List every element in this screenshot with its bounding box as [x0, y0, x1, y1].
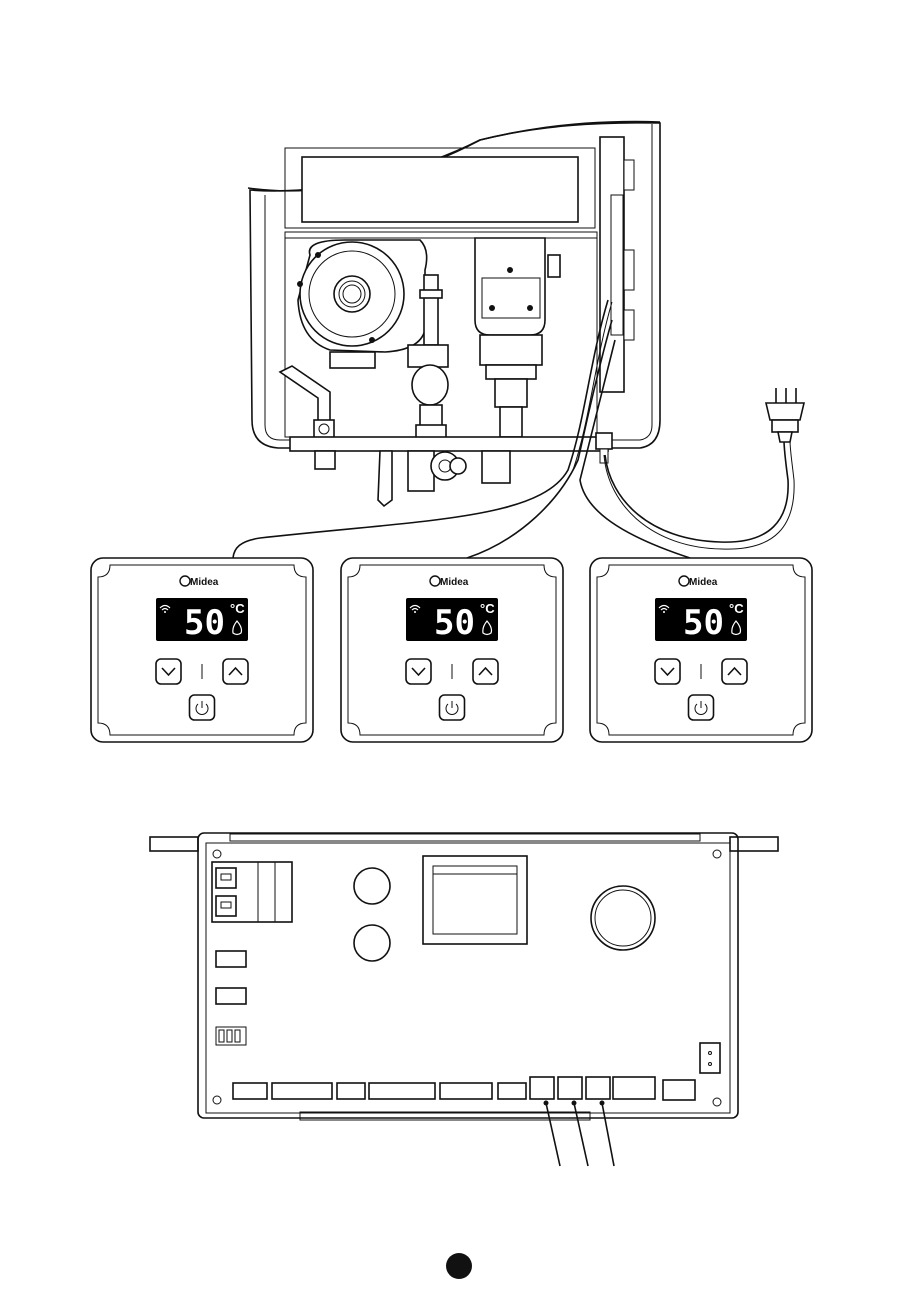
brand-label: Midea — [689, 577, 718, 588]
temperature-up-button[interactable] — [223, 659, 248, 684]
temperature-up-button[interactable] — [473, 659, 498, 684]
panel-port-2 — [558, 1077, 582, 1099]
page-number-badge — [446, 1253, 472, 1279]
panel-port-3 — [586, 1077, 610, 1099]
brand-label: Midea — [440, 577, 469, 588]
power-cord — [605, 440, 788, 542]
control-panels: Midea 50 °C Midea 50 °C Midea 50 °C — [91, 558, 812, 742]
panel-port-1 — [530, 1077, 554, 1099]
temperature-value: 50 — [184, 603, 225, 643]
brand-label: Midea — [190, 577, 219, 588]
heat-exchanger — [302, 157, 578, 222]
water-valve — [475, 238, 560, 437]
power-plug-icon — [766, 388, 804, 442]
temperature-unit: °C — [480, 601, 495, 616]
control-panel-2: Midea 50 °C — [341, 558, 563, 742]
temperature-unit: °C — [729, 601, 744, 616]
temperature-down-button[interactable] — [156, 659, 181, 684]
temperature-unit: °C — [230, 601, 245, 616]
control-board — [150, 833, 778, 1166]
temperature-display: 50 °C — [406, 598, 498, 643]
connector-row — [233, 1077, 695, 1100]
temperature-value: 50 — [434, 603, 475, 643]
power-button[interactable] — [190, 695, 215, 720]
water-heater — [248, 122, 660, 506]
temperature-down-button[interactable] — [406, 659, 431, 684]
temperature-display: 50 °C — [156, 598, 248, 643]
temperature-value: 50 — [683, 603, 724, 643]
control-panel-1: Midea 50 °C — [91, 558, 313, 742]
left-pipe — [280, 366, 330, 428]
power-button[interactable] — [440, 695, 465, 720]
control-panel-3: Midea 50 °C — [590, 558, 812, 742]
power-button[interactable] — [689, 695, 714, 720]
temperature-display: 50 °C — [655, 598, 747, 643]
temperature-up-button[interactable] — [722, 659, 747, 684]
temperature-down-button[interactable] — [655, 659, 680, 684]
